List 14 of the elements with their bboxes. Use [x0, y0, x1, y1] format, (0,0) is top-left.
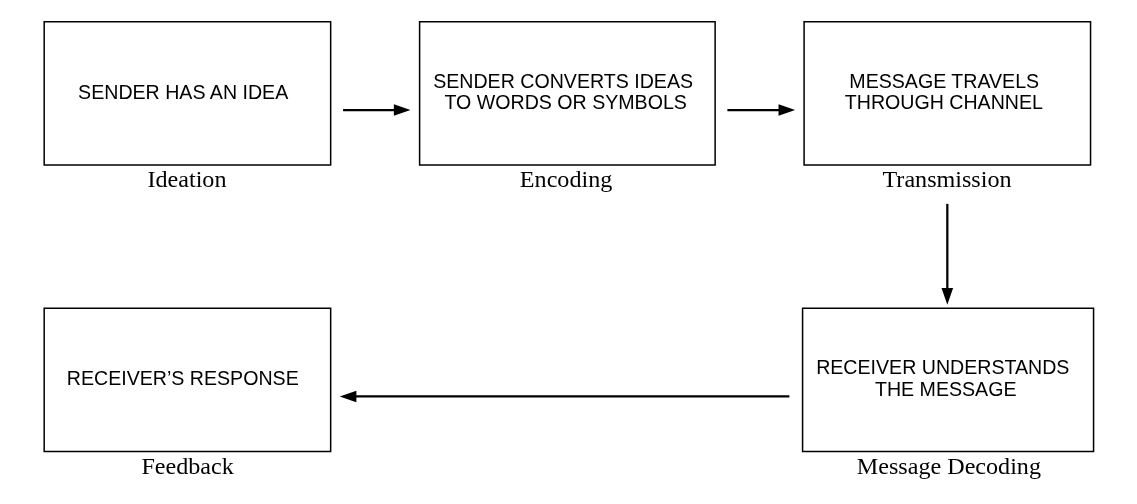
- node-label: Ideation: [147, 165, 227, 192]
- node-box: SENDER CONVERTS IDEAS TO WORDS OR SYMBOLS: [418, 20, 716, 166]
- node-box: MESSAGE TRAVELS THROUGH CHANNEL: [803, 20, 1092, 166]
- node-label: Message Decoding: [856, 452, 1041, 479]
- node-box: RECEIVER’S RESPONSE: [43, 307, 332, 452]
- node-label: Feedback: [141, 452, 234, 479]
- arrow: [727, 103, 796, 116]
- node-box: SENDER HAS AN IDEA: [43, 20, 332, 166]
- arrow: [941, 203, 954, 305]
- node-label: Encoding: [519, 165, 613, 192]
- node-label: Transmission: [882, 165, 1012, 192]
- arrow: [343, 103, 411, 116]
- arrow: [339, 390, 790, 402]
- node-box: RECEIVER UNDERSTANDS THE MESSAGE: [801, 307, 1095, 452]
